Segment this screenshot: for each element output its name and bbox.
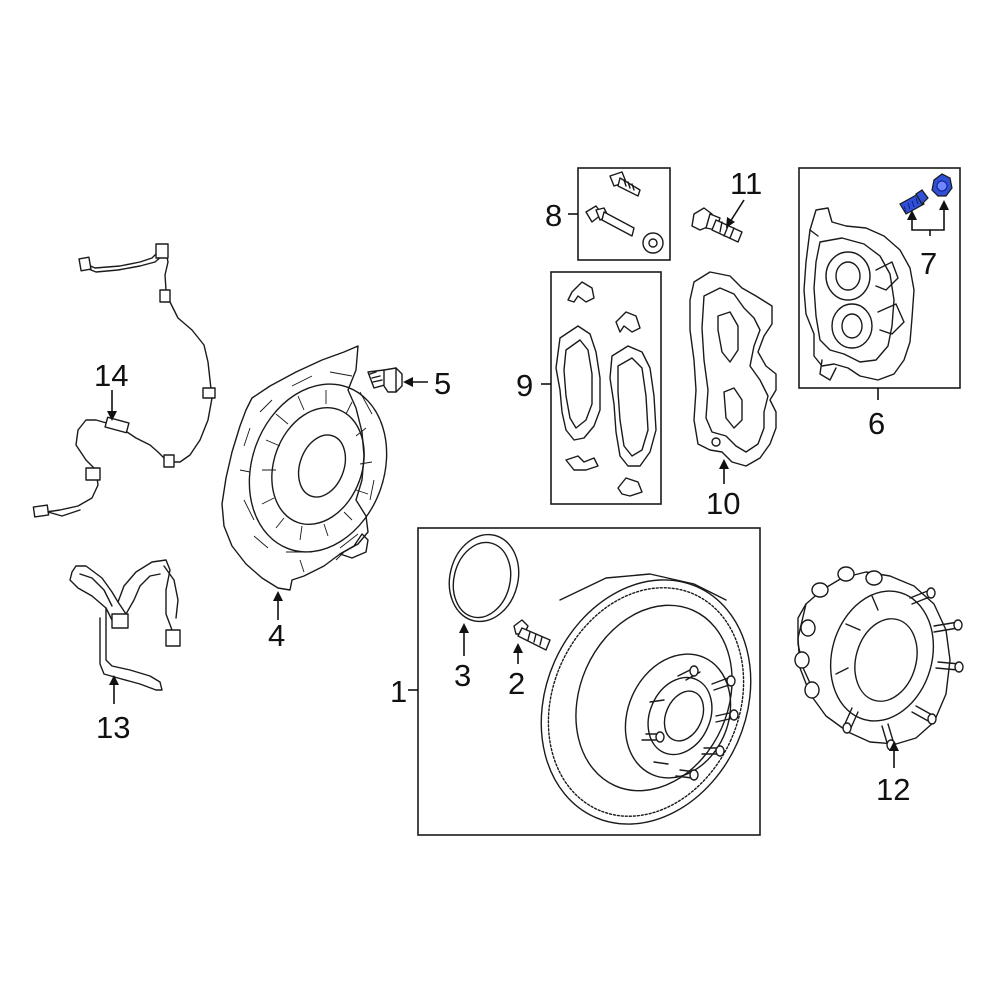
callout-11: 11: [730, 166, 762, 201]
callout-1: 1: [390, 674, 407, 709]
callout-14: 14: [94, 358, 128, 393]
callout-7: 7: [920, 246, 937, 281]
callout-9: 9: [516, 368, 533, 403]
callout-6: 6: [868, 406, 885, 441]
callout-labels: 1 2 3 4 5 6 7 8 9 10 11 12 13 14: [94, 166, 937, 807]
part-7-bleeder-kit[interactable]: [899, 173, 953, 215]
part-14-sensor-harness[interactable]: [32, 243, 216, 518]
leader-lines: [107, 199, 949, 768]
part-1-group-box: [417, 527, 761, 836]
part-1-rotor[interactable]: [503, 546, 788, 858]
part-4-dust-shield[interactable]: [221, 345, 409, 591]
part-10-caliper-bracket[interactable]: [689, 271, 777, 467]
callout-10: 10: [706, 486, 740, 521]
callout-13: 13: [96, 710, 130, 745]
callout-4: 4: [268, 618, 285, 653]
callout-3: 3: [454, 658, 471, 693]
part-13-bracket[interactable]: [69, 559, 181, 691]
callout-2: 2: [508, 666, 525, 701]
part-6-caliper[interactable]: [798, 167, 961, 389]
callout-8: 8: [545, 198, 562, 233]
part-5-bolt[interactable]: [367, 367, 403, 393]
part-8-guide-pin-kit[interactable]: [577, 167, 671, 261]
part-3-seal-ring[interactable]: [440, 527, 527, 629]
part-2-stud[interactable]: [513, 619, 551, 651]
part-11-bolt[interactable]: [691, 207, 743, 243]
callout-5: 5: [434, 366, 451, 401]
callout-12: 12: [876, 772, 910, 807]
part-12-hub[interactable]: [794, 566, 964, 751]
part-9-brake-pads[interactable]: [550, 271, 662, 505]
